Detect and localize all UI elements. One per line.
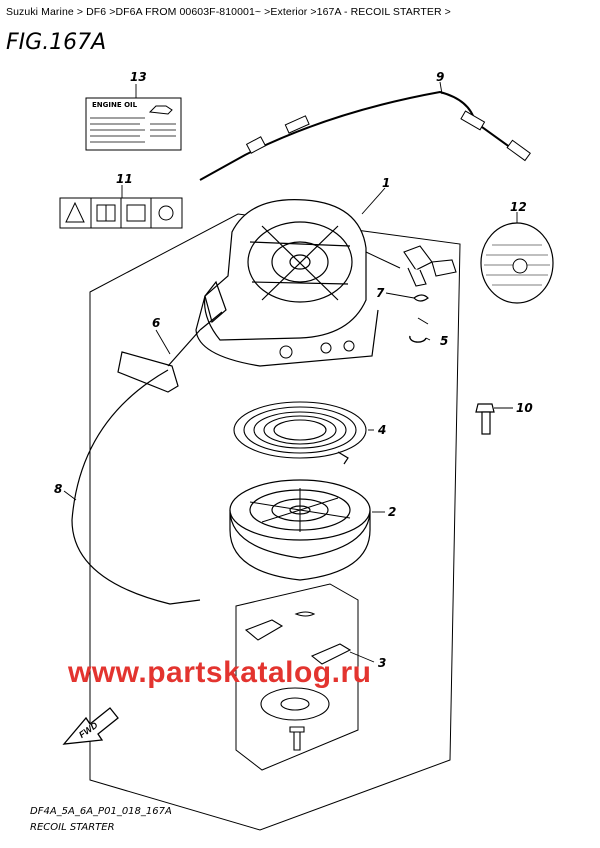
figure-title: FIG.167A [6,30,107,55]
subassembly-frame [235,583,359,771]
warning-triangle-icon [65,201,85,223]
assembly-frame [89,213,461,831]
starter-rope-part [71,369,201,605]
recoil-spring-part [233,401,367,459]
callout-12: 12 [510,200,527,214]
ratchet-parts [244,611,352,751]
label-12-dot [512,258,528,274]
pawl-stopper-part [403,245,457,287]
callout-2: 2 [388,505,397,519]
starter-handle-part [117,311,223,393]
bolt-10-part [475,403,495,435]
callout-8: 8 [54,482,63,496]
diagram-caption: RECOIL STARTER [30,822,115,833]
leader-lines [63,81,518,663]
breadcrumb[interactable]: Suzuki Marine > DF6 >DF6A FROM 00603F-81… [6,6,451,18]
label-text-lines [90,117,176,143]
knob-icon [158,205,174,221]
callout-11: 11 [116,172,133,186]
e-ring-part [409,335,427,343]
callout-10: 10 [516,401,533,415]
callout-1: 1 [382,176,391,190]
starter-housing-part [195,199,379,367]
spring-7b-part [413,294,429,302]
oil-can-icon [148,105,173,115]
throttle-cable-part [199,90,526,181]
drawing-code: DF4A_5A_6A_P01_018_167A [30,806,172,817]
callout-5: 5 [440,334,449,348]
engine-oil-label-part [85,97,182,151]
callout-4: 4 [378,423,387,437]
watermark: www.partskatalog.ru [68,656,372,689]
callout-13: 13 [130,70,147,84]
callout-7: 7 [376,286,385,300]
callout-6: 6 [152,316,161,330]
callout-9: 9 [436,70,445,84]
callout-3: 3 [378,656,387,670]
engine-oil-text: ENGINE OIL [92,101,138,109]
book-icon [126,204,146,222]
fwd-arrow-icon [62,707,119,745]
